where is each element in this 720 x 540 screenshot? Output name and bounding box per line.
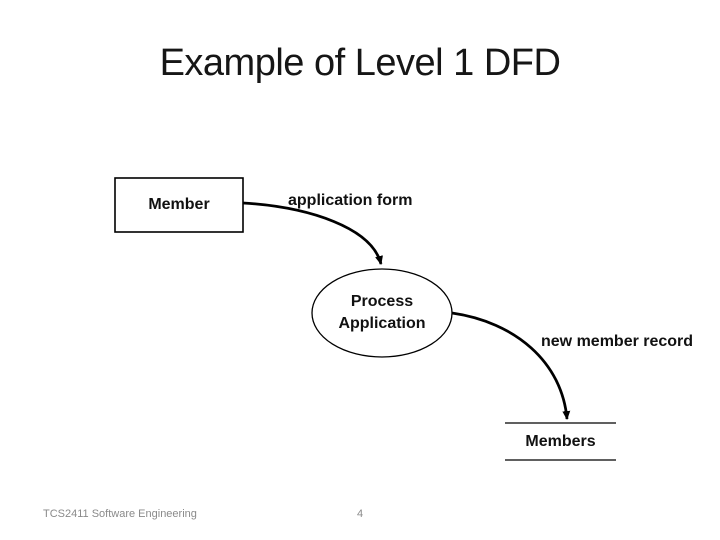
- slide-title: Example of Level 1 DFD: [159, 42, 561, 84]
- flow-label-new-member-record: new member record: [541, 333, 694, 350]
- footer-course-text: TCS2411 Software Engineering: [43, 508, 197, 520]
- data-store-label: Members: [525, 432, 596, 450]
- flow-label-application-form: application form: [288, 192, 413, 209]
- external-entity-label: Member: [148, 196, 210, 213]
- process-label-line2: Application: [338, 315, 426, 332]
- slide-number: 4: [356, 508, 364, 520]
- flow-arrow-new-member-record: [451, 311, 571, 420]
- external-entity-box: [114, 177, 244, 233]
- process-label: Process Application: [312, 269, 452, 357]
- process-label-line1: Process: [350, 293, 414, 310]
- flow-arrow-application-form: [242, 201, 383, 265]
